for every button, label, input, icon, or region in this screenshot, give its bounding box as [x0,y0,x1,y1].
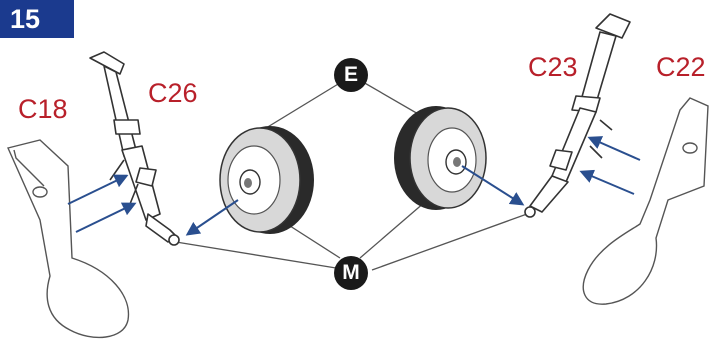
left-strut-c26 [89,51,180,246]
right-gear-door-c22 [582,97,709,305]
right-wheel [394,106,487,210]
assembly-arrows [67,136,641,236]
part-label-c26: C26 [148,78,198,108]
step-number: 15 [10,4,41,34]
step-number-badge: 15 [0,0,74,38]
right-strut-c23 [524,13,631,218]
left-wheel [219,126,314,234]
part-label-c23: C23 [528,52,578,82]
marker-m: M [334,256,368,290]
marker-e: E [334,58,368,92]
part-label-c22: C22 [656,52,706,82]
part-label-c18: C18 [18,94,68,124]
left-gear-door-c18 [7,139,130,339]
